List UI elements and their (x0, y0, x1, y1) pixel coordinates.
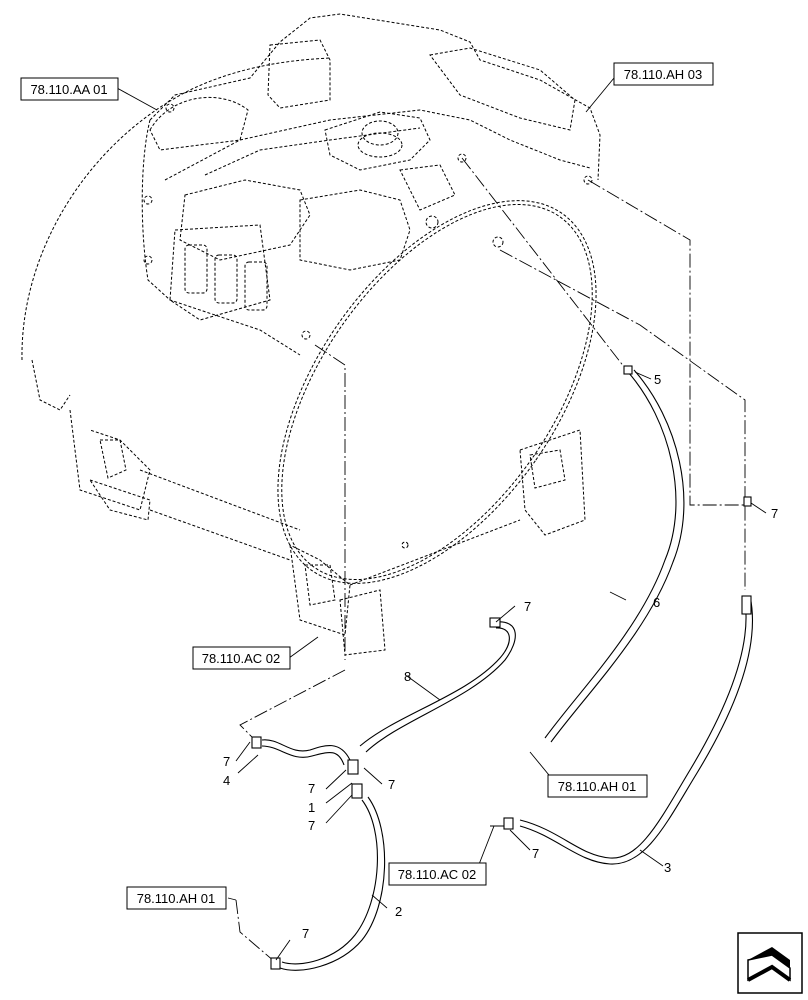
ref-box-ah03-label: 78.110.AH 03 (624, 67, 703, 82)
callout-5: 5 (654, 372, 661, 387)
callout-7: 7 (771, 506, 778, 521)
callout-3: 3 (664, 860, 671, 875)
ref-box-ac02-lower-label: 78.110.AC 02 (398, 867, 477, 882)
hose-2 (279, 796, 386, 971)
ref-box-ah03[interactable]: 78.110.AH 03 (613, 62, 714, 86)
hose-6 (544, 369, 685, 743)
tank-assembly-icon (21, 13, 601, 656)
callout-6: 6 (653, 595, 660, 610)
hose-4 (261, 739, 351, 766)
next-page-arrow-icon[interactable] (737, 932, 803, 994)
callout-7: 7 (308, 818, 315, 833)
ref-box-ah01-bottom-left[interactable]: 78.110.AH 01 (126, 886, 227, 910)
hoses (251, 365, 754, 971)
hose-8 (359, 621, 516, 753)
callout-7: 7 (302, 926, 309, 941)
callout-7: 7 (223, 754, 230, 769)
ref-box-ah01-bottom-left-label: 78.110.AH 01 (137, 891, 216, 906)
ref-box-ah01-right[interactable]: 78.110.AH 01 (547, 774, 648, 798)
ref-box-ah01-right-label: 78.110.AH 01 (558, 779, 637, 794)
callout-1: 1 (308, 800, 315, 815)
callouts: 5 7 7 6 8 7 4 7 7 1 7 7 3 2 7 (223, 372, 778, 941)
ref-box-aa01[interactable]: 78.110.AA 01 (20, 77, 119, 101)
callout-7: 7 (532, 846, 539, 861)
callout-2: 2 (395, 904, 402, 919)
center-lines (235, 157, 746, 963)
hose-3 (519, 595, 754, 865)
callout-4: 4 (223, 773, 230, 788)
ref-box-ac02-middle[interactable]: 78.110.AC 02 (192, 646, 291, 670)
callout-7: 7 (308, 781, 315, 796)
ref-box-ac02-lower[interactable]: 78.110.AC 02 (388, 862, 487, 886)
ref-box-ac02-middle-label: 78.110.AC 02 (202, 651, 281, 666)
callout-7: 7 (388, 777, 395, 792)
ref-box-aa01-label: 78.110.AA 01 (30, 82, 107, 97)
leader-lines (116, 77, 767, 961)
callout-8: 8 (404, 669, 411, 684)
callout-7: 7 (524, 599, 531, 614)
